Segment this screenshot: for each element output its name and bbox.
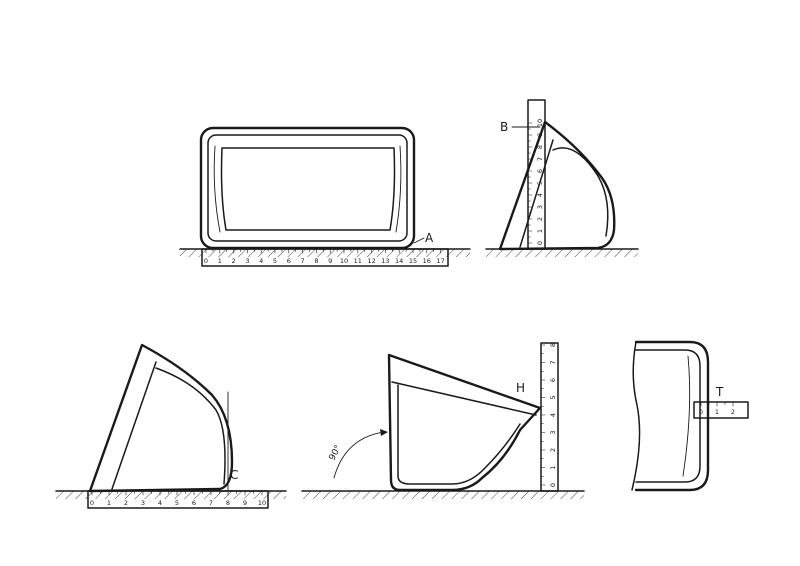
ground-hatch-c — [56, 491, 286, 499]
ruler-number: 5 — [536, 181, 544, 185]
bucket-inner-b — [519, 139, 554, 248]
ruler-c — [87, 490, 269, 509]
ground-hatch-a — [180, 249, 470, 257]
ruler-number: 3 — [549, 430, 557, 434]
bucket-inner-curve-b — [552, 147, 609, 237]
bucket-outer-a — [199, 126, 416, 250]
ruler-h-ticks: 0 1 2 3 4 5 6 7 8 — [540, 343, 557, 487]
ruler-number: 17 — [436, 257, 444, 265]
ruler-number: 10 — [536, 119, 544, 127]
ruler-number: 12 — [367, 257, 375, 265]
label-b: B — [500, 120, 508, 134]
ruler-number: 2 — [549, 448, 557, 452]
wall-outer-t — [634, 340, 710, 492]
ruler-number: 4 — [259, 257, 263, 265]
figure-c-depth: 0 1 2 3 4 5 6 7 8 9 10 C — [55, 343, 287, 509]
ruler-h — [540, 342, 559, 492]
ruler-number: 2 — [731, 408, 735, 416]
ruler-number: 4 — [549, 413, 557, 417]
ruler-number: 5 — [549, 395, 557, 399]
ruler-t — [693, 401, 749, 419]
ruler-c-ticks: 0 1 2 3 4 5 6 7 8 9 10 — [90, 490, 266, 507]
bucket-opening-a — [220, 147, 396, 231]
ruler-number: 0 — [549, 483, 557, 487]
ruler-number: 3 — [536, 205, 544, 209]
ruler-a — [201, 248, 449, 267]
ruler-number: 7 — [209, 499, 213, 507]
label-t: T — [715, 385, 724, 399]
ruler-number: 0 — [536, 241, 544, 245]
ruler-t-ticks: 0 1 2 — [699, 401, 735, 416]
side-curve-right-a — [395, 145, 402, 233]
ruler-number: 1 — [218, 257, 222, 265]
ruler-b-ticks: 0 1 2 3 4 5 6 7 8 9 10 — [527, 119, 544, 245]
label-h: H — [516, 381, 525, 395]
ruler-number: 6 — [536, 169, 544, 173]
label-a: A — [425, 231, 434, 245]
wall-inner-t — [635, 349, 701, 483]
ruler-number: 8 — [536, 145, 544, 149]
ruler-number: 1 — [107, 499, 111, 507]
bucket-inner-a — [207, 134, 408, 242]
ruler-number: 11 — [354, 257, 362, 265]
ruler-number: 10 — [258, 499, 266, 507]
bucket-inner-curve-h — [397, 384, 521, 485]
angle-arrow-h — [380, 429, 388, 436]
bucket-outline-h — [387, 353, 542, 492]
bucket-inner-c — [111, 361, 157, 490]
ruler-number: 8 — [549, 343, 557, 347]
ruler-number: 15 — [409, 257, 417, 265]
ruler-number: 0 — [204, 257, 208, 265]
side-curve-left-a — [213, 145, 221, 233]
ruler-number: 2 — [124, 499, 128, 507]
ruler-number: 2 — [536, 217, 544, 221]
ruler-number: 9 — [243, 499, 247, 507]
ruler-number: 1 — [536, 229, 544, 233]
ruler-number: 4 — [158, 499, 162, 507]
ground-hatch-b — [486, 249, 638, 257]
ruler-number: 0 — [699, 408, 703, 416]
ruler-number: 2 — [232, 257, 236, 265]
ruler-number: 16 — [423, 257, 431, 265]
ground-hatch-h — [302, 491, 584, 499]
ruler-number: 14 — [395, 257, 403, 265]
angle-arc-h — [333, 431, 385, 479]
leader-a — [413, 237, 425, 244]
ruler-number: 6 — [287, 257, 291, 265]
ruler-number: 3 — [245, 257, 249, 265]
ruler-number: 7 — [301, 257, 305, 265]
bucket-outline-c — [88, 343, 234, 493]
ruler-number: 1 — [715, 408, 719, 416]
bucket-inner-curve-c — [155, 367, 226, 485]
ruler-number: 9 — [536, 133, 544, 137]
ruler-number: 7 — [549, 360, 557, 364]
ruler-number: 4 — [536, 193, 544, 197]
figure-b-height: 0 1 2 3 4 5 6 7 8 9 10 B — [485, 99, 639, 257]
ruler-number: 9 — [328, 257, 332, 265]
ruler-number: 10 — [340, 257, 348, 265]
ruler-number: 0 — [90, 499, 94, 507]
bucket-outline-b — [498, 120, 616, 251]
label-c: C — [230, 468, 238, 482]
ruler-number: 5 — [273, 257, 277, 265]
ruler-number: 8 — [314, 257, 318, 265]
inner-curve-t — [682, 355, 691, 477]
ruler-number: 6 — [192, 499, 196, 507]
ruler-number: 7 — [536, 157, 544, 161]
ruler-number: 13 — [381, 257, 389, 265]
break-line-t — [631, 341, 641, 491]
ruler-number: 5 — [175, 499, 179, 507]
bucket-rim-h — [391, 381, 537, 416]
ruler-number: 1 — [549, 465, 557, 469]
ruler-b — [527, 99, 546, 250]
ruler-number: 8 — [226, 499, 230, 507]
ruler-number: 3 — [141, 499, 145, 507]
ruler-number: 6 — [549, 378, 557, 382]
figure-t-thickness: 0 1 2 T — [631, 340, 749, 492]
